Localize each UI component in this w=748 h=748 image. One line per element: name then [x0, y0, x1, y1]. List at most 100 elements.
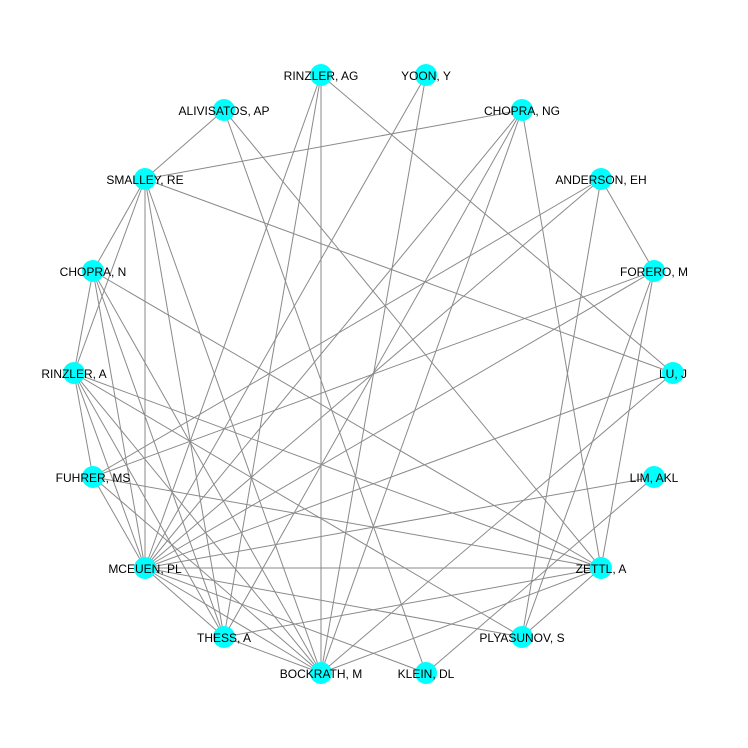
edge-zettl_a-fuhrer_ms [92, 476, 602, 569]
node-label: CHOPRA, NG [484, 104, 560, 118]
node-label: FORERO, M [620, 265, 688, 279]
edge-anderson_eh-fuhrer_ms [92, 178, 602, 478]
edge-thess_a-rinzler_a [73, 372, 225, 638]
edge-anderson_eh-plyasunov_s [521, 178, 602, 638]
node-anderson_eh[interactable]: ANDERSON, EH [555, 168, 647, 190]
edge-bockrath_m-smalley_re [144, 178, 322, 674]
edge-thess_a-mceuen_pl [144, 567, 225, 638]
edge-bockrath_m-chopra_n [92, 270, 322, 674]
edge-lim_akl-mceuen_pl [144, 476, 655, 569]
edge-yoon_y-mceuen_pl [144, 74, 427, 569]
node-circle[interactable] [415, 64, 437, 86]
node-circle[interactable] [134, 168, 156, 190]
node-circle[interactable] [310, 64, 332, 86]
node-circle[interactable] [643, 466, 665, 488]
edge-lu_j-smalley_re [144, 178, 674, 374]
node-circle[interactable] [643, 260, 665, 282]
node-circle[interactable] [662, 362, 684, 384]
edge-zettl_a-thess_a [223, 567, 602, 638]
edge-chopra_ng-mceuen_pl [144, 109, 523, 569]
edge-anderson_eh-forero_m [600, 178, 655, 272]
edge-rinzler_ag-thess_a [223, 74, 322, 638]
node-klein_dl[interactable]: KLEIN, DL [398, 662, 455, 684]
node-label: ANDERSON, EH [555, 173, 646, 187]
edge-chopra_ng-smalley_re [144, 109, 523, 180]
edge-bockrath_m-thess_a [223, 636, 322, 674]
edge-forero_m-zettl_a [600, 270, 655, 569]
node-mceuen_pl[interactable]: MCEUEN, PL [108, 557, 182, 579]
node-rinzler_a[interactable]: RINZLER, A [41, 362, 107, 384]
node-zettl_a[interactable]: ZETTL, A [576, 557, 627, 579]
node-label: ALIVISATOS, AP [179, 104, 270, 118]
node-plyasunov_s[interactable]: PLYASUNOV, S [479, 626, 565, 648]
edge-zettl_a-bockrath_m [320, 567, 602, 674]
edge-klein_dl-alivisatos_ap [223, 109, 427, 674]
edge-chopra_ng-zettl_a [521, 109, 602, 569]
edge-plyasunov_s-rinzler_a [73, 372, 523, 638]
edge-bockrath_m-mceuen_pl [144, 567, 322, 674]
edges-layer [73, 74, 674, 674]
node-circle[interactable] [511, 626, 533, 648]
node-label: CHOPRA, N [60, 265, 127, 279]
edge-zettl_a-rinzler_a [73, 372, 602, 569]
node-smalley_re[interactable]: SMALLEY, RE [106, 168, 184, 190]
node-label: SMALLEY, RE [106, 173, 183, 187]
node-forero_m[interactable]: FORERO, M [620, 260, 688, 282]
node-lu_j[interactable]: LU, J [659, 362, 687, 384]
node-circle[interactable] [511, 99, 533, 121]
node-circle[interactable] [213, 99, 235, 121]
node-label: KLEIN, DL [398, 667, 455, 681]
node-lim_akl[interactable]: LIM, AKL [630, 466, 679, 488]
node-label: THESS, A [197, 631, 251, 645]
node-circle[interactable] [415, 662, 437, 684]
node-alivisatos_ap[interactable]: ALIVISATOS, AP [179, 99, 270, 121]
edge-smalley_re-chopra_n [92, 178, 146, 272]
node-circle[interactable] [63, 362, 85, 384]
edge-rinzler_a-smalley_re [73, 178, 146, 374]
node-label: YOON, Y [401, 69, 451, 83]
edge-thess_a-smalley_re [144, 178, 225, 638]
node-fuhrer_ms[interactable]: FUHRER, MS [56, 466, 131, 488]
edge-bockrath_m-fuhrer_ms [92, 476, 322, 674]
edge-mceuen_pl-chopra_n [92, 270, 146, 569]
edge-anderson_eh-mceuen_pl [144, 178, 602, 569]
edge-lu_j-bockrath_m [320, 372, 674, 674]
node-circle[interactable] [82, 466, 104, 488]
node-thess_a[interactable]: THESS, A [197, 626, 251, 648]
node-label: MCEUEN, PL [108, 562, 182, 576]
edge-smalley_re-alivisatos_ap [144, 109, 225, 180]
edge-rinzler_ag-lu_j [320, 74, 674, 374]
edge-forero_m-fuhrer_ms [92, 270, 655, 478]
node-chopra_n[interactable]: CHOPRA, N [60, 260, 127, 282]
node-chopra_ng[interactable]: CHOPRA, NG [484, 99, 560, 121]
edge-forero_m-mceuen_pl [144, 270, 655, 569]
edge-lu_j-mceuen_pl [144, 372, 674, 569]
edge-bockrath_m-rinzler_a [73, 372, 322, 674]
node-circle[interactable] [82, 260, 104, 282]
node-circle[interactable] [134, 557, 156, 579]
node-label: ZETTL, A [576, 562, 627, 576]
node-label: BOCKRATH, M [280, 667, 362, 681]
node-circle[interactable] [590, 168, 612, 190]
edge-lim_akl-klein_dl [425, 476, 655, 674]
edge-thess_a-chopra_n [92, 270, 225, 638]
node-yoon_y[interactable]: YOON, Y [401, 64, 451, 86]
node-label: RINZLER, A [41, 367, 106, 381]
edge-fuhrer_ms-rinzler_a [73, 372, 94, 478]
edge-forero_m-plyasunov_s [521, 270, 655, 638]
node-label: LU, J [659, 367, 687, 381]
node-bockrath_m[interactable]: BOCKRATH, M [280, 662, 362, 684]
node-circle[interactable] [590, 557, 612, 579]
node-circle[interactable] [310, 662, 332, 684]
edge-zettl_a-chopra_n [92, 270, 602, 569]
node-label: RINZLER, AG [284, 69, 359, 83]
nodes-layer: RINZLER, AG YOON, Y CHOPRA, NG ANDERSON, EH… [41, 64, 688, 684]
edge-mceuen_pl-fuhrer_ms [92, 476, 146, 569]
edge-zettl_a-plyasunov_s [521, 567, 602, 638]
node-label: PLYASUNOV, S [479, 631, 564, 645]
node-rinzler_ag[interactable]: RINZLER, AG [284, 64, 359, 86]
edge-plyasunov_s-mceuen_pl [144, 567, 523, 638]
edge-rinzler_ag-mceuen_pl [144, 74, 322, 569]
node-circle[interactable] [213, 626, 235, 648]
